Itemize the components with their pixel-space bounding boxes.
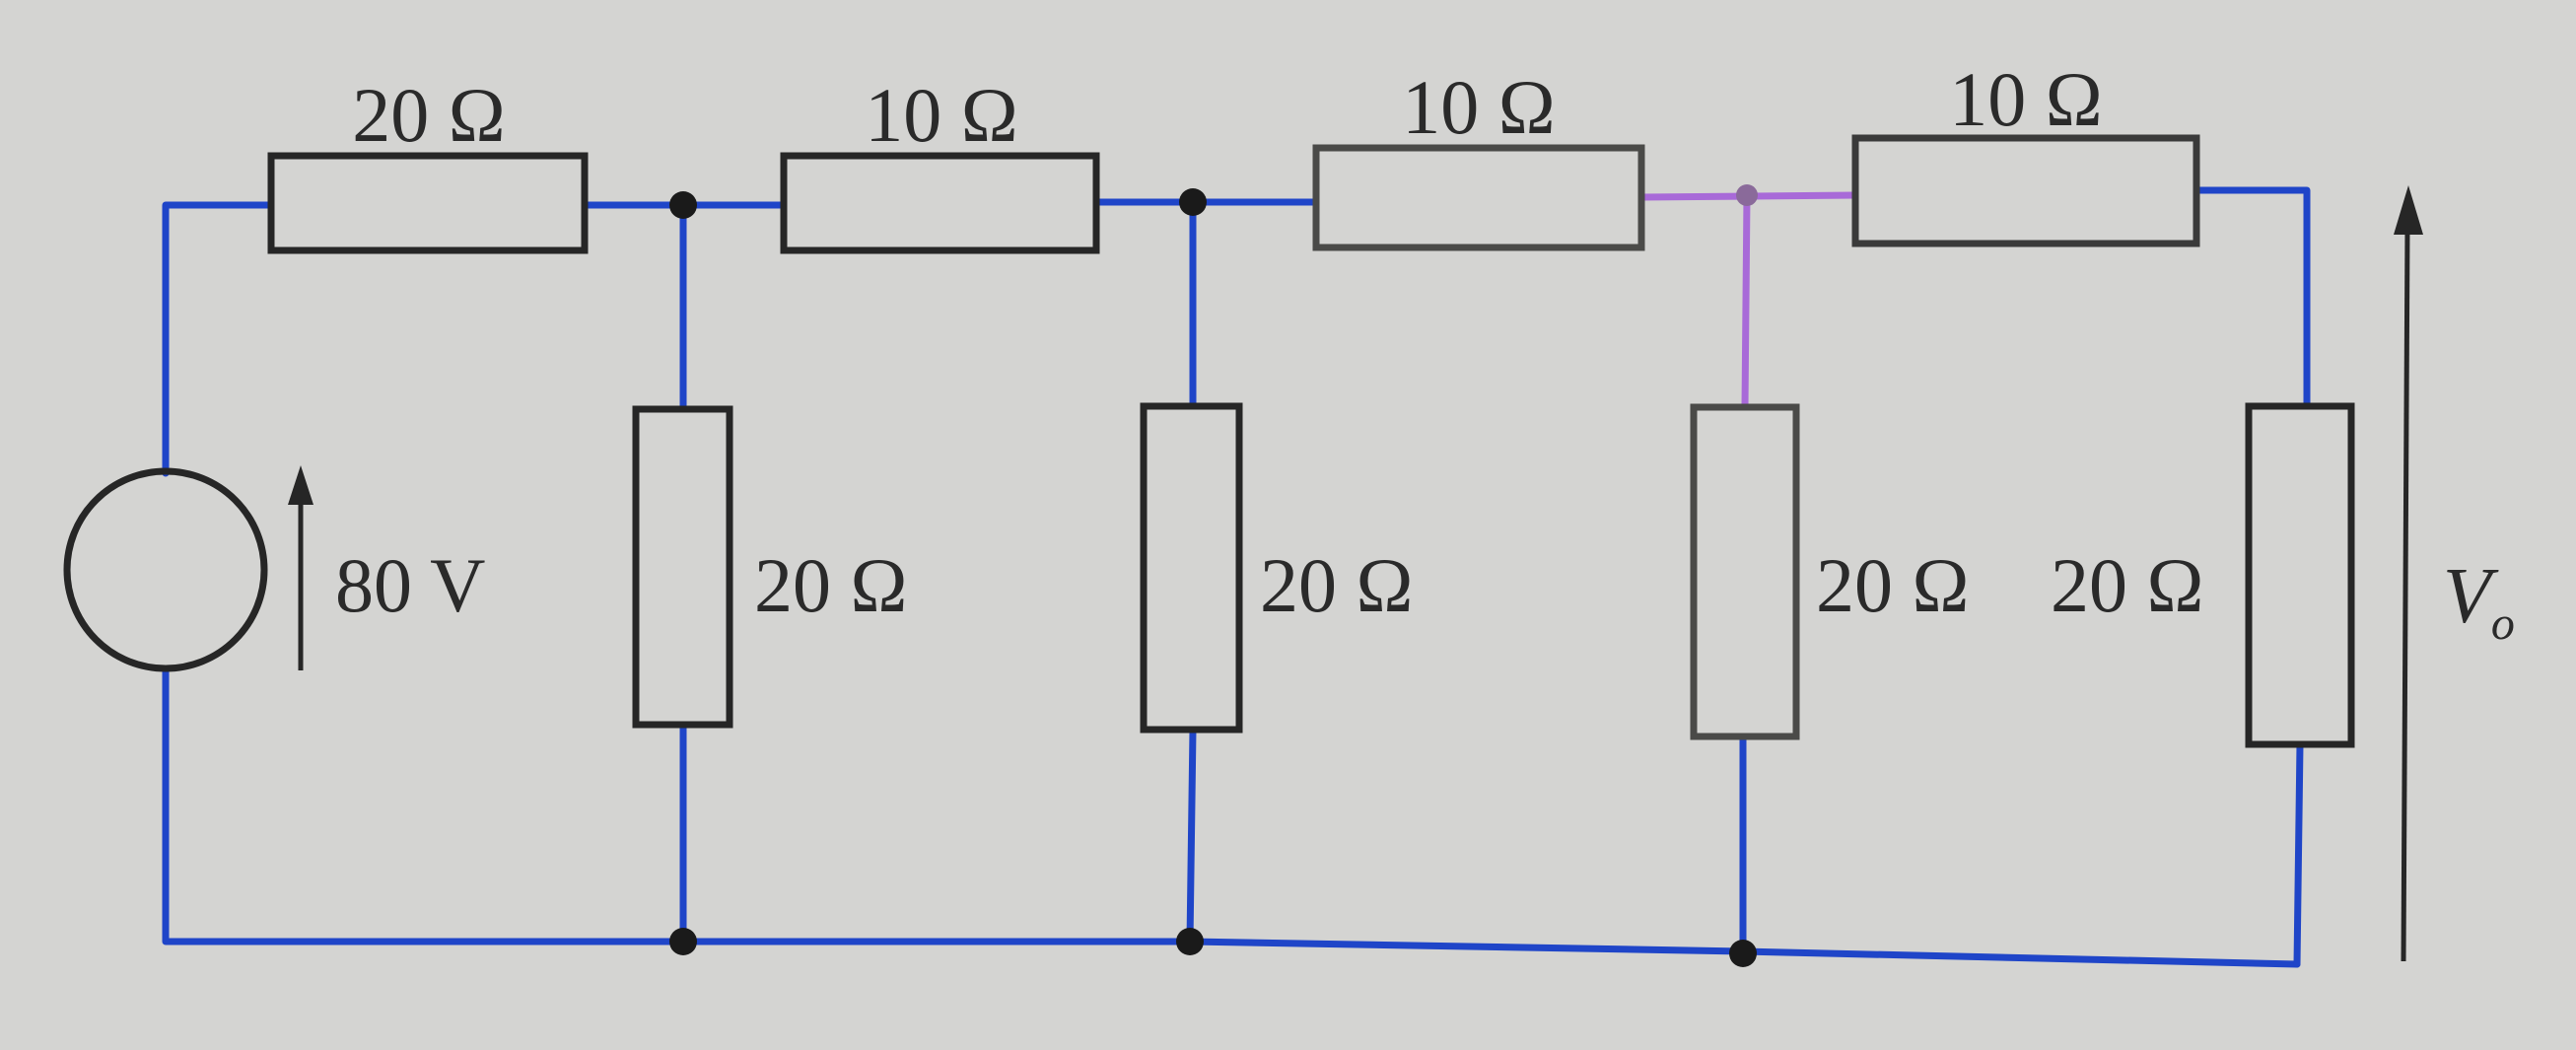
junction-dot	[1179, 188, 1207, 216]
resistor-series-3-label: 10 Ω	[1402, 64, 1556, 150]
junction-dot	[1736, 184, 1758, 206]
resistor-shunt-3	[1690, 403, 1800, 740]
resistor-shunt-1-label: 20 Ω	[754, 542, 908, 628]
resistor-series-4-label: 10 Ω	[1949, 56, 2103, 142]
output-voltage-arrow	[2394, 185, 2423, 962]
output-voltage-label: Vo	[2443, 557, 2515, 648]
resistor-shunt-2	[1140, 402, 1243, 734]
highlighted-wires	[1637, 191, 1859, 411]
junction-dot	[669, 191, 697, 219]
resistor-series-1	[267, 152, 589, 254]
junction-dot	[669, 928, 697, 955]
resistor-shunt-4	[2245, 402, 2355, 748]
resistor-shunt-3-label: 20 Ω	[1816, 542, 1970, 628]
source-arrow	[288, 465, 313, 670]
resistor-series-3	[1312, 144, 1645, 251]
junction-dot	[1176, 928, 1204, 955]
right-lower-wire	[2293, 740, 2304, 968]
resistor-series-2-label: 10 Ω	[865, 72, 1018, 158]
resistors	[267, 134, 2355, 748]
junctions	[669, 184, 1758, 967]
resistor-series-2	[780, 152, 1100, 254]
resistor-series-1-label: 20 Ω	[352, 72, 506, 158]
junction-dot	[1729, 940, 1757, 967]
output-voltage-symbol: V	[2443, 553, 2491, 640]
left-wire	[162, 201, 272, 477]
left-lower-wire	[162, 666, 687, 945]
resistor-shunt-2-label: 20 Ω	[1260, 542, 1414, 628]
shunt2-bottom-wire	[1186, 726, 1197, 945]
resistor-shunt-4-label: 20 Ω	[2051, 542, 2204, 628]
voltage-source	[63, 467, 268, 672]
shunt3-top-wire	[1741, 191, 1751, 411]
source-voltage-label: 80 V	[335, 542, 486, 628]
output-voltage-subscript: o	[2490, 597, 2515, 650]
resistor-shunt-1	[632, 405, 733, 729]
bottom-wire	[679, 938, 2301, 968]
right-upper-wire	[2193, 186, 2311, 410]
resistor-series-4	[1851, 134, 2200, 247]
